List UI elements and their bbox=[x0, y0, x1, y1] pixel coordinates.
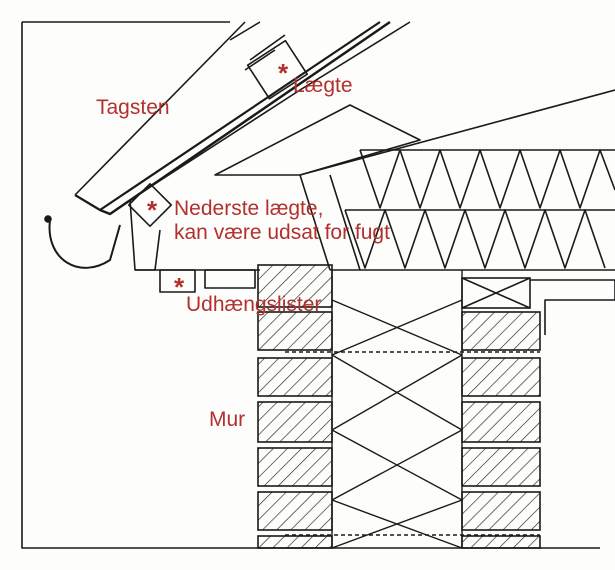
brick-wall bbox=[257, 264, 541, 549]
marker-asterisk: * bbox=[147, 195, 158, 225]
label-mur: Mur bbox=[209, 408, 246, 431]
label-tagsten: Tagsten bbox=[96, 96, 170, 119]
batten bbox=[246, 39, 308, 100]
label-laegte: Lægte bbox=[293, 74, 353, 97]
cavity-insulation bbox=[285, 270, 540, 549]
label-nederste-laegte-2: kan være udsat for fugt bbox=[174, 221, 390, 244]
lowest-batten bbox=[127, 182, 173, 228]
marker-asterisk: * bbox=[174, 272, 185, 302]
label-udhaengslister: Udhængslister bbox=[186, 293, 322, 316]
frame-line bbox=[21, 22, 600, 549]
marker-asterisk: * bbox=[278, 58, 289, 88]
label-nederste-laegte-1: Nederste lægte, bbox=[174, 197, 324, 220]
roof-tile-top bbox=[74, 21, 246, 196]
